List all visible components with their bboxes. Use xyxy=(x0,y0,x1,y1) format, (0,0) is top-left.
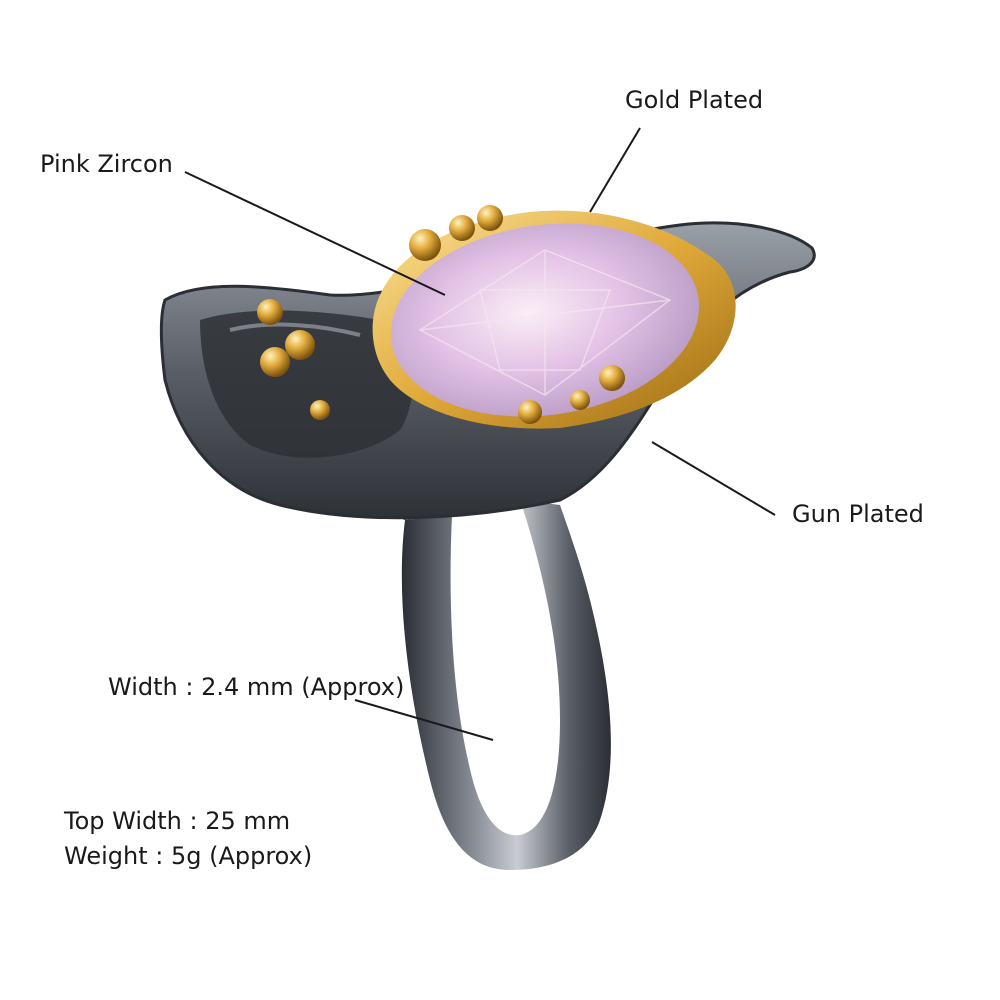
leader-line-width xyxy=(354,699,494,741)
spec-block: Top Width : 25 mm Weight : 5g (Approx) xyxy=(64,809,312,879)
leader-line-gun xyxy=(651,441,776,516)
stone-facets xyxy=(418,249,672,396)
gold-plated-label: Gold Plated xyxy=(625,86,764,114)
gun-plated-label: Gun Plated xyxy=(792,500,924,528)
leader-line-zircon xyxy=(184,171,446,296)
leader-lines xyxy=(184,127,776,741)
leader-line-gold xyxy=(589,127,641,213)
top-width-spec: Top Width : 25 mm xyxy=(64,807,291,835)
gold-beads xyxy=(257,205,625,424)
weight-spec: Weight : 5g (Approx) xyxy=(64,842,313,870)
pink-zircon-label: Pink Zircon xyxy=(40,150,173,178)
band-width-label: Width : 2.4 mm (Approx) xyxy=(108,673,405,701)
